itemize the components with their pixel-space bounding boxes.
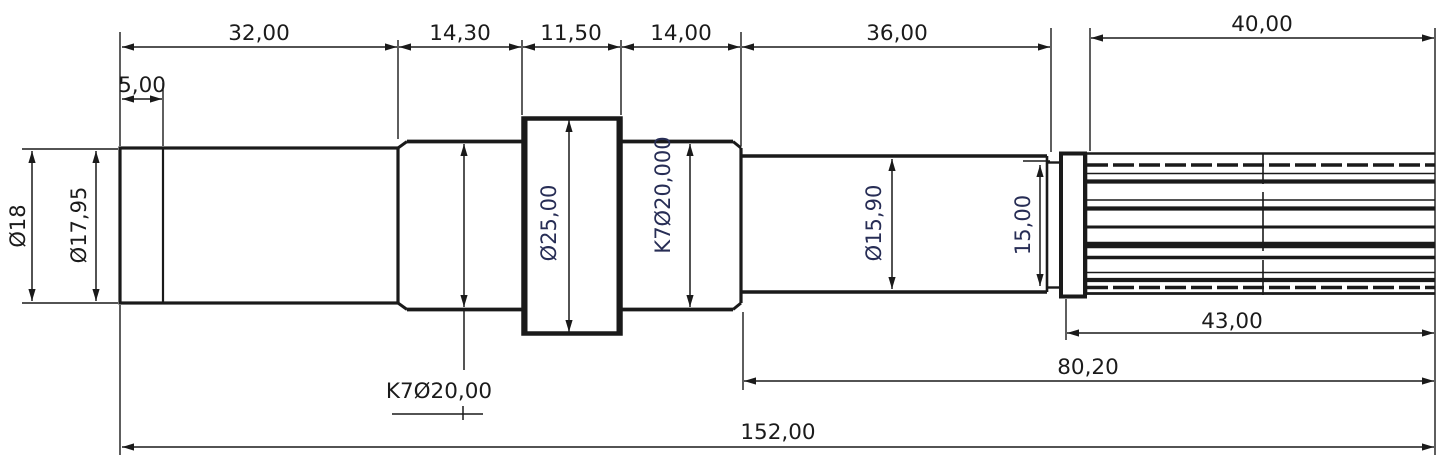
dim-label-14-3: 14,30 bbox=[429, 21, 491, 46]
dim-label-40: 40,00 bbox=[1231, 12, 1293, 37]
dim-label-11-5: 11,50 bbox=[540, 21, 602, 46]
section-left-cylinder bbox=[118, 146, 400, 305]
shaft-profile bbox=[118, 116, 1435, 336]
dim-label-dia17-95: Ø17,95 bbox=[67, 187, 91, 264]
chamfer-d-bottom bbox=[732, 301, 742, 311]
dim-label-dia18: Ø18 bbox=[6, 204, 30, 247]
dim-label-5: 5,00 bbox=[118, 73, 166, 98]
dim-label-dia25: Ø25,00 bbox=[537, 185, 561, 262]
chamfer-b-top bbox=[397, 140, 408, 150]
section-spline bbox=[1084, 152, 1435, 295]
dim-label-15: 15,00 bbox=[1011, 195, 1035, 255]
chamfer-b-bottom bbox=[397, 301, 408, 311]
dim-label-43: 43,00 bbox=[1201, 309, 1263, 334]
dimension-labels: 32,00 14,30 11,50 14,00 36,00 40,00 5,00… bbox=[6, 12, 1293, 445]
dim-label-80-2: 80,20 bbox=[1057, 355, 1119, 380]
dimension-lines bbox=[28, 34, 1434, 451]
dim-label-36: 36,00 bbox=[866, 21, 928, 46]
dim-label-14: 14,00 bbox=[650, 21, 712, 46]
dim-label-dia15-9: Ø15,90 bbox=[862, 185, 886, 262]
dim-label-k7dia20: K7Ø20,000 bbox=[651, 136, 675, 253]
dim-label-152: 152,00 bbox=[740, 420, 815, 445]
extension-lines bbox=[22, 28, 1436, 455]
section-small-collar bbox=[1059, 151, 1087, 299]
chamfer-d-top bbox=[732, 140, 742, 150]
dim-label-32: 32,00 bbox=[228, 21, 290, 46]
dim-label-seat: K7Ø20,00 bbox=[386, 379, 492, 404]
